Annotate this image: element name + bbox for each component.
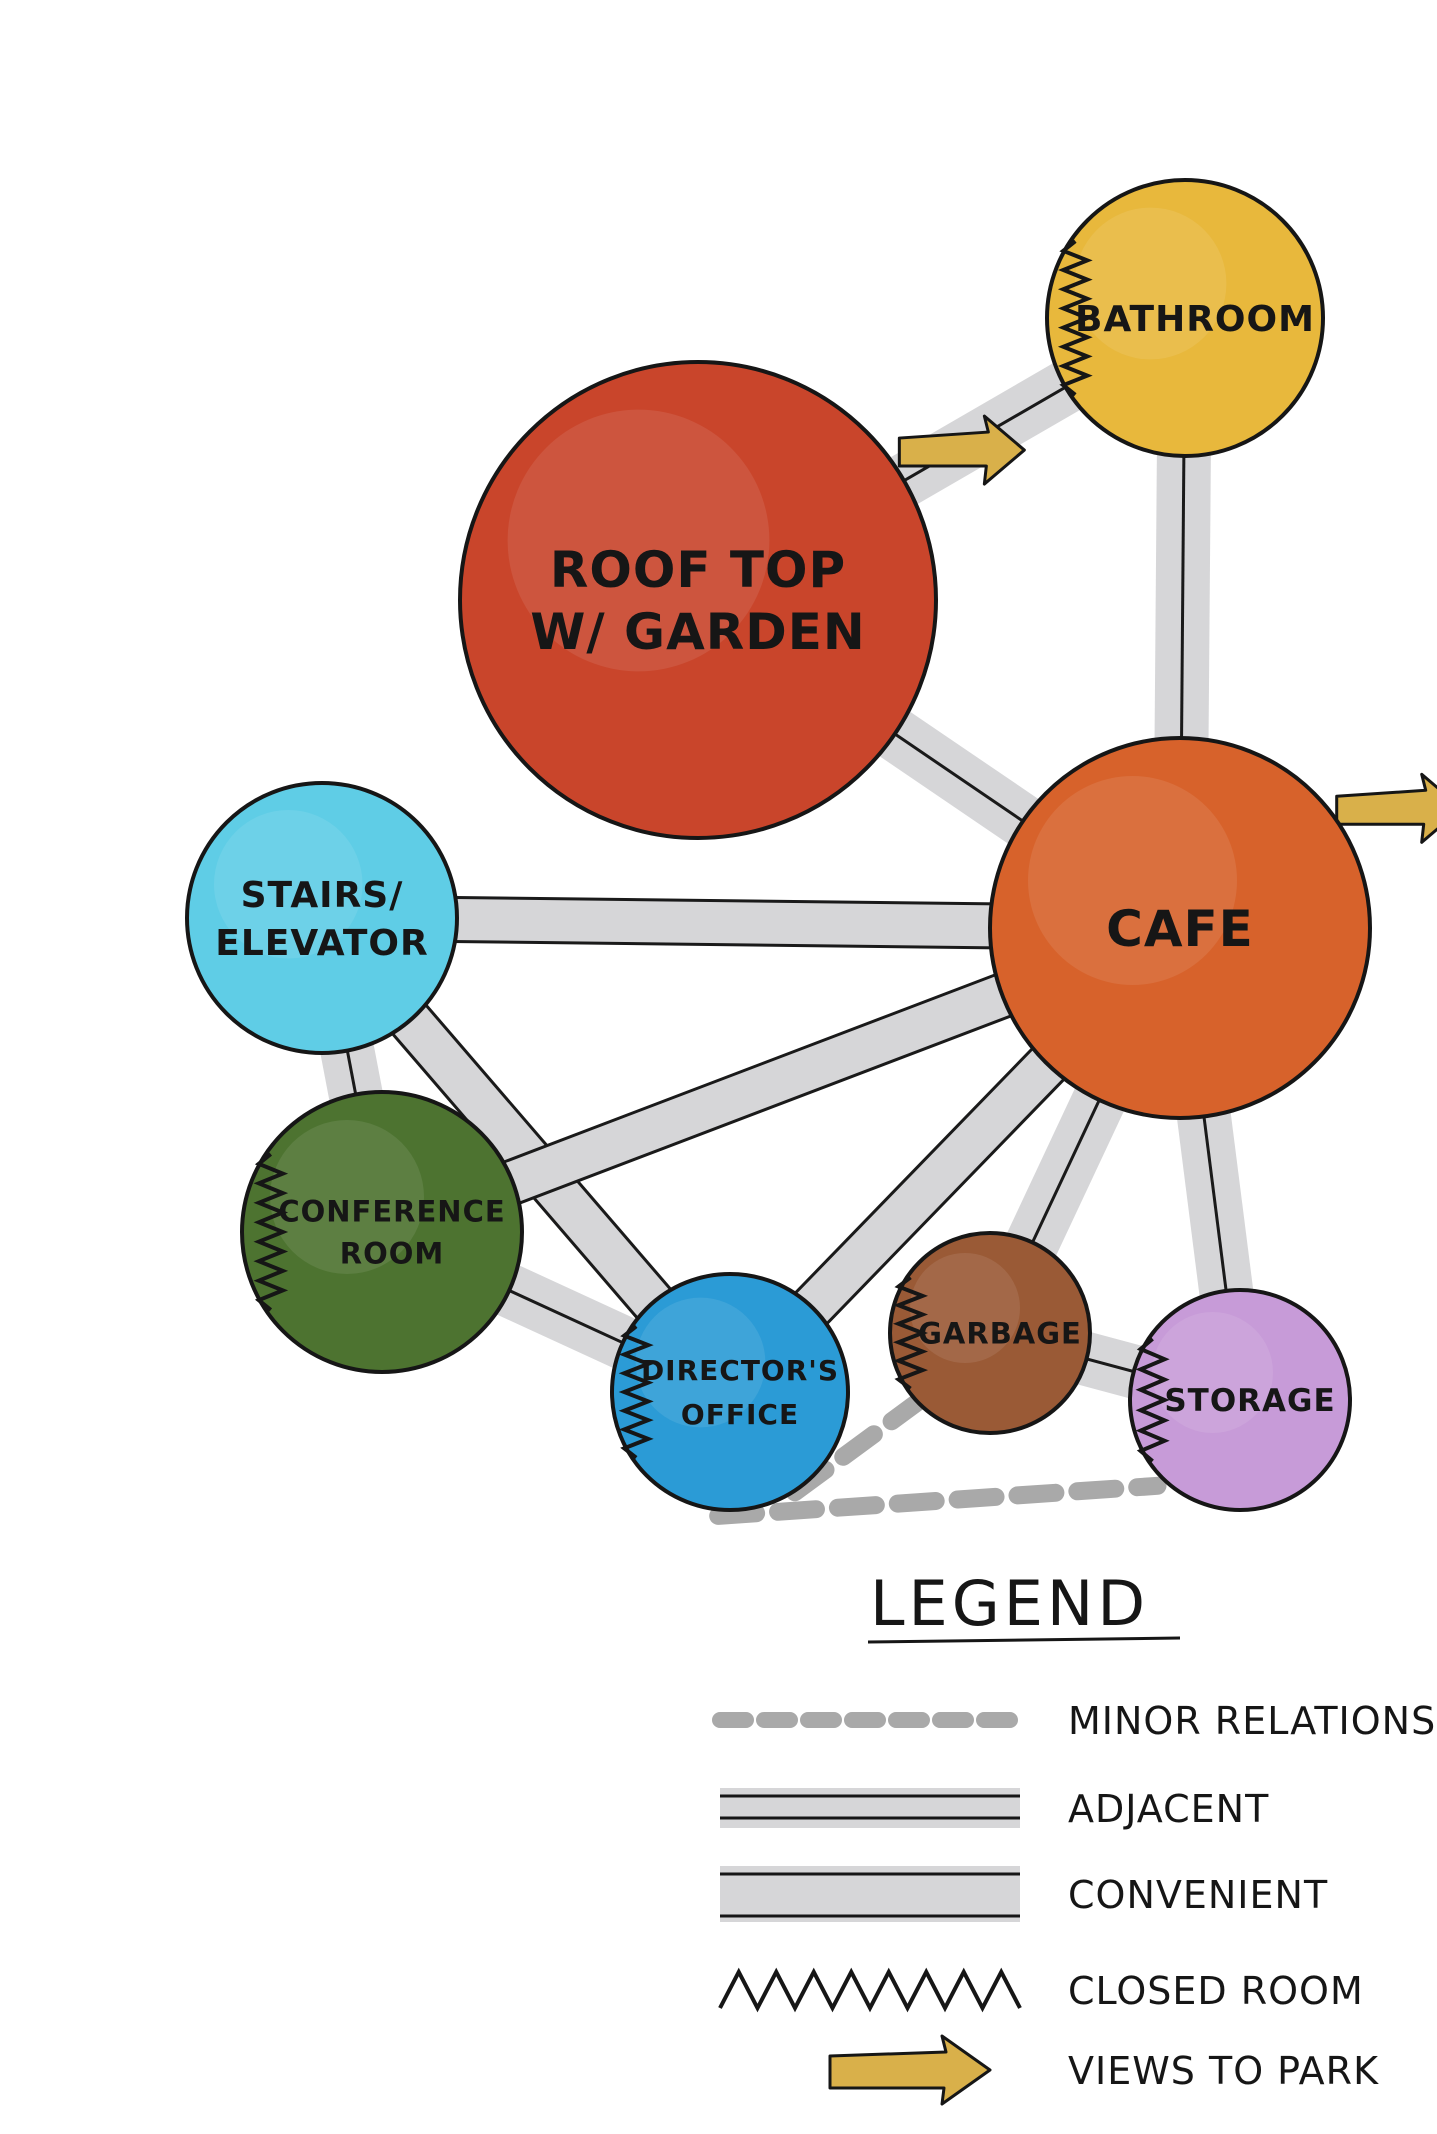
- arrows-layer: [897, 414, 1437, 844]
- node-garbage: GARBAGE: [888, 1231, 1092, 1435]
- legend-swatch-closed-zigzag: [718, 1967, 1022, 2013]
- node-bathroom: BATHROOM: [1045, 178, 1325, 458]
- legend-title-underline: [867, 1636, 1181, 1644]
- closed-room-zigzag-bathroom: [1057, 239, 1093, 397]
- link-director-garbage-dash: [785, 1384, 939, 1502]
- node-label-cafe-0: CAFE: [1106, 900, 1254, 958]
- node-shade-storage: [1152, 1312, 1273, 1433]
- node-label-stairs-0: STAIRS/: [241, 875, 404, 916]
- node-circle-conference: [240, 1090, 524, 1374]
- legend: LEGEND MINOR RELATIONSHIP ADJACENT CONVENI…: [712, 1567, 1437, 2106]
- node-label-stairs-1: ELEVATOR: [215, 923, 429, 964]
- node-shade-bathroom: [1074, 207, 1227, 360]
- closed-room-zigzag-conference: [253, 1152, 289, 1312]
- legend-items: MINOR RELATIONSHIP ADJACENT CONVENIENT CLOS…: [712, 1699, 1437, 2106]
- node-circle-director: [610, 1272, 850, 1512]
- node-circle-stairs: [185, 781, 459, 1055]
- legend-label-minor: MINOR RELATIONSHIP: [1068, 1699, 1437, 1743]
- node-circle-garbage: [888, 1231, 1092, 1435]
- link-director-garbage: [785, 1384, 939, 1502]
- closed-room-zigzag-director: [618, 1324, 654, 1460]
- node-label-conference-0: CONFERENCE: [278, 1194, 505, 1228]
- legend-item-convenient: CONVENIENT: [720, 1866, 1328, 1922]
- node-circle-bathroom: [1045, 178, 1325, 458]
- node-director: DIRECTOR'S OFFICE: [610, 1272, 850, 1512]
- legend-label-closed: CLOSED ROOM: [1068, 1969, 1364, 2013]
- node-shade-conference: [270, 1120, 424, 1274]
- node-label-storage-0: STORAGE: [1164, 1383, 1335, 1419]
- node-label-rooftop-1: W/ GARDEN: [530, 603, 866, 661]
- closed-room-zigzag-garbage: [892, 1275, 929, 1391]
- node-label-rooftop-0: ROOF TOP: [550, 541, 846, 599]
- link-director-storage-dash: [709, 1476, 1167, 1525]
- node-label-director-1: OFFICE: [681, 1398, 799, 1431]
- view-arrow-rooftop: [897, 414, 1026, 486]
- view-arrow-cafe: [1335, 772, 1437, 844]
- legend-swatch-view-arrow: [828, 2034, 992, 2106]
- node-circle-rooftop: [458, 360, 938, 840]
- legend-item-closed: CLOSED ROOM: [718, 1967, 1364, 2013]
- node-circle-storage: [1128, 1288, 1352, 1512]
- node-shade-garbage: [910, 1253, 1020, 1363]
- node-label-garbage-0: GARBAGE: [918, 1316, 1082, 1350]
- legend-label-views: VIEWS TO PARK: [1068, 2049, 1379, 2093]
- node-storage: STORAGE: [1128, 1288, 1352, 1512]
- node-conference: CONFERENCE ROOM: [240, 1090, 524, 1374]
- node-shade-cafe: [1028, 776, 1237, 985]
- node-stairs: STAIRS/ELEVATOR: [185, 781, 459, 1055]
- legend-item-adjacent: ADJACENT: [720, 1787, 1269, 1831]
- node-shade-director: [635, 1297, 766, 1428]
- node-label-conference-1: ROOM: [340, 1236, 445, 1270]
- legend-label-adjacent: ADJACENT: [1068, 1787, 1269, 1831]
- node-shade-rooftop: [507, 409, 770, 672]
- legend-title: LEGEND: [870, 1567, 1149, 1640]
- node-label-director-0: DIRECTOR'S: [641, 1354, 839, 1387]
- legend-label-convenient: CONVENIENT: [1068, 1873, 1328, 1917]
- node-label-bathroom-0: BATHROOM: [1075, 299, 1315, 340]
- legend-item-views: VIEWS TO PARK: [828, 2034, 1379, 2106]
- legend-item-minor: MINOR RELATIONSHIP: [712, 1699, 1437, 1743]
- node-circle-cafe: [988, 736, 1372, 1120]
- node-shade-stairs: [214, 810, 363, 959]
- link-director-storage: [709, 1476, 1167, 1525]
- closed-room-zigzag-storage: [1135, 1337, 1170, 1463]
- node-cafe: CAFE: [988, 736, 1372, 1120]
